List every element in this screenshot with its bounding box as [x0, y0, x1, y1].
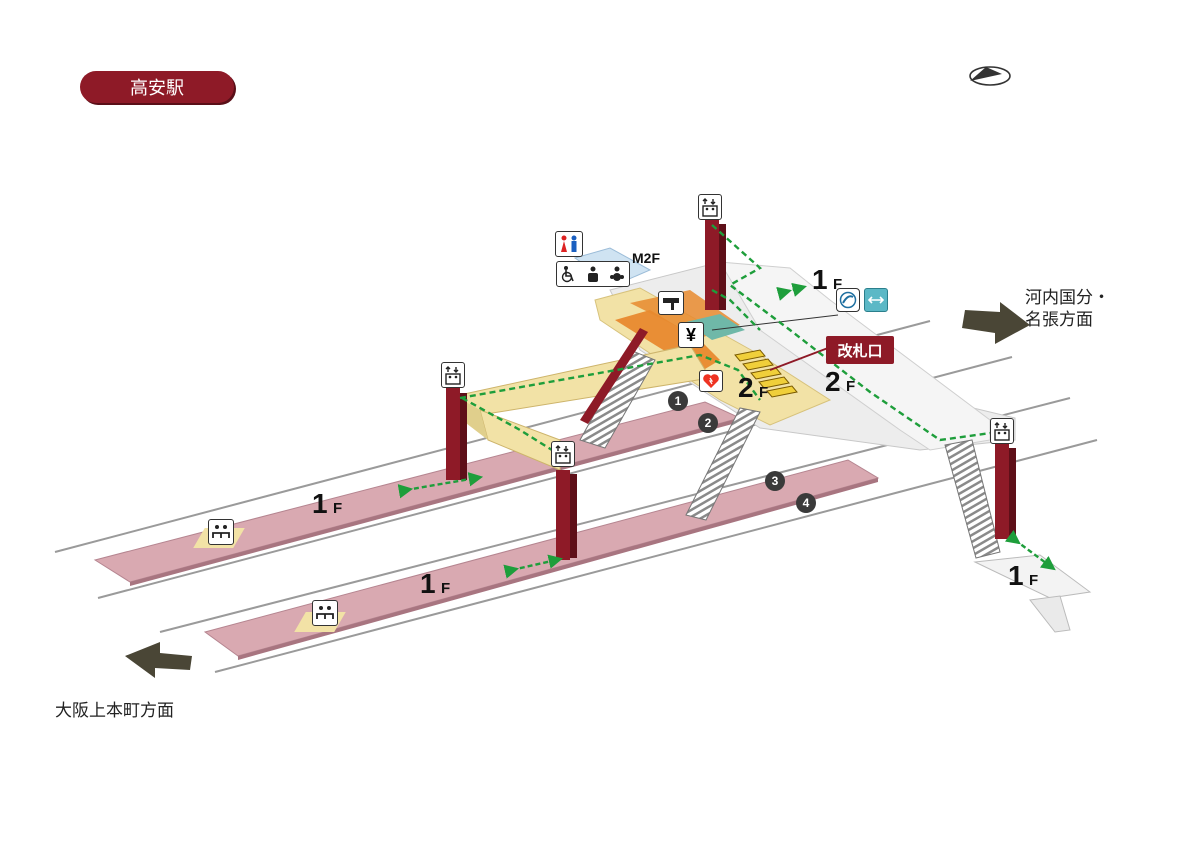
wheelchair-icon [561, 266, 574, 283]
restroom-icon [555, 231, 583, 257]
floor-suffix: F [759, 384, 769, 401]
elevator-icon [698, 194, 722, 220]
aed-icon [699, 370, 723, 392]
ticket-gates [734, 349, 798, 398]
floor-suffix: F [833, 276, 843, 293]
escalator-red [580, 328, 648, 424]
facility-icons [556, 261, 630, 287]
floor-label-text: 1 [1008, 560, 1024, 591]
arrow-west-icon [125, 642, 192, 678]
wide-gate-icon [864, 288, 888, 312]
station-title: 高安駅 [80, 71, 234, 103]
fare-adjustment-icon: ¥ [678, 322, 704, 348]
stairs-platform-b [685, 407, 761, 521]
direction-east-line1: 河内国分・ [1025, 288, 1110, 308]
floor-label-text: 1 [312, 488, 328, 519]
stairs-east-exit [944, 439, 1001, 559]
floor-label-text: 2 [738, 372, 754, 403]
baby-care-icon [610, 266, 624, 281]
floor-label-text: 1 [812, 264, 828, 295]
platform-number-2: 2 [698, 413, 718, 433]
arrow-east-icon [962, 302, 1030, 344]
floor-suffix: F [333, 500, 343, 517]
elevator-icon [990, 418, 1014, 444]
direction-east-line2: 名張方面 [1025, 310, 1093, 330]
accessible-route [459, 224, 999, 457]
transfer-icon [836, 288, 860, 312]
floor-label-east-upper: 1 F [812, 264, 842, 296]
platform-number-3: 3 [765, 471, 785, 491]
floor-suffix: F [441, 580, 451, 597]
ostomate-icon [588, 266, 598, 282]
north-arrow-icon [969, 66, 1011, 86]
waiting-seat-icon [312, 600, 338, 626]
platform-number-4: 4 [796, 493, 816, 513]
floor-label-text: 1 [420, 568, 436, 599]
floor-label-text: M2F [632, 250, 660, 266]
waiting-seat-icon [208, 519, 234, 545]
floor-suffix: F [1029, 572, 1039, 589]
platform-number-1: 1 [668, 391, 688, 411]
floor-label-concourse-right: 2 F [825, 366, 855, 398]
floor-label-concourse: 2 F [738, 372, 768, 404]
direction-west: 大阪上本町方面 [55, 701, 174, 721]
route-arrows [397, 282, 1056, 579]
elevator-icon [441, 362, 465, 388]
elevator-shafts [446, 220, 1016, 560]
platform-a [93, 401, 742, 583]
floor-label-text: 2 [825, 366, 841, 397]
floor-suffix: F [846, 378, 856, 395]
elevator-icon [551, 441, 575, 467]
floor-label-mezzanine: M2F [632, 250, 660, 268]
ticket-gate-label: 改札口 [826, 336, 894, 364]
floor-label-platform-a: 1 F [312, 488, 342, 520]
direction-east: 河内国分・ 名張方面 [1025, 287, 1110, 331]
floor-label-platform-b: 1 F [420, 568, 450, 600]
ticket-office-icon [658, 291, 684, 315]
floor-label-east-lower: 1 F [1008, 560, 1038, 592]
ticket-machine-area [686, 314, 745, 340]
